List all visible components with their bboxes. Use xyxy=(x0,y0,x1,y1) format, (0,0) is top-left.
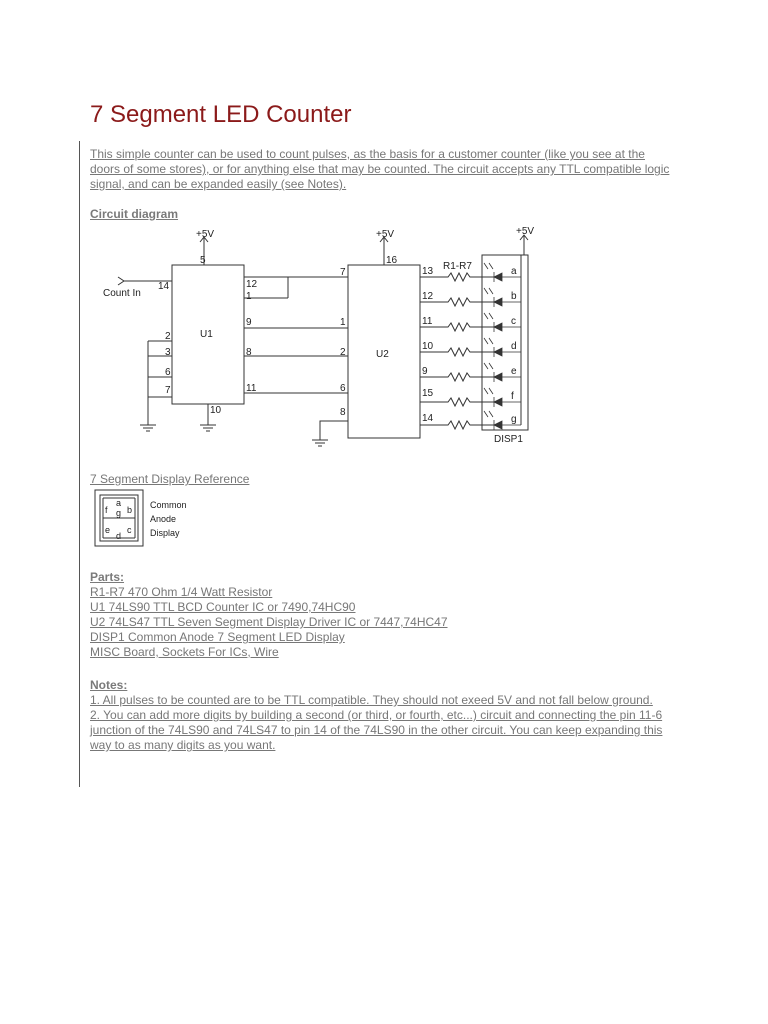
count-in-label: Count In xyxy=(103,288,141,299)
svg-text:15: 15 xyxy=(422,388,434,399)
svg-text:c: c xyxy=(511,316,516,327)
segment-f: f xyxy=(105,505,108,515)
svg-text:a: a xyxy=(511,266,517,277)
svg-text:5: 5 xyxy=(200,255,206,266)
svg-text:14: 14 xyxy=(422,413,434,424)
svg-text:6: 6 xyxy=(340,383,346,394)
u2-label: U2 xyxy=(376,349,389,360)
svg-text:11: 11 xyxy=(246,383,257,394)
svg-text:10: 10 xyxy=(422,341,434,352)
display-reference-link[interactable]: 7 Segment Display Reference xyxy=(90,472,250,486)
svg-text:8: 8 xyxy=(340,407,346,418)
u1-label: U1 xyxy=(200,329,213,340)
parts-item[interactable]: U2 74LS47 TTL Seven Segment Display Driv… xyxy=(90,615,448,629)
svg-text:12: 12 xyxy=(246,279,258,290)
segment-c: c xyxy=(127,525,132,535)
vcc-label-disp: +5V xyxy=(516,226,534,237)
parts-heading: Parts: xyxy=(90,570,125,584)
svg-text:16: 16 xyxy=(386,255,398,266)
caption-line-1: Common xyxy=(150,500,187,510)
note-item[interactable]: 2. You can add more digits by building a… xyxy=(90,708,663,752)
svg-text:b: b xyxy=(511,291,517,302)
svg-text:9: 9 xyxy=(246,317,252,328)
segment-b: b xyxy=(127,505,132,515)
vcc-label-u2: +5V xyxy=(376,229,394,240)
led-emission-arrows xyxy=(483,262,494,418)
segment-g: g xyxy=(116,508,121,518)
svg-text:2: 2 xyxy=(340,347,346,358)
parts-item[interactable]: DISP1 Common Anode 7 Segment LED Display xyxy=(90,630,345,644)
page-title: 7 Segment LED Counter xyxy=(90,101,352,128)
segment-e: e xyxy=(105,525,110,535)
svg-text:g: g xyxy=(511,414,517,425)
notes-section: Notes: 1. All pulses to be counted are t… xyxy=(90,678,675,753)
svg-text:7: 7 xyxy=(340,267,346,278)
intro-paragraph: This simple counter can be used to count… xyxy=(90,147,670,191)
svg-text:14: 14 xyxy=(158,281,170,292)
svg-text:f: f xyxy=(511,391,514,402)
circuit-diagram-heading: Circuit diagram xyxy=(90,207,179,221)
svg-text:3: 3 xyxy=(165,347,171,358)
svg-text:12: 12 xyxy=(422,291,434,302)
parts-item[interactable]: R1-R7 470 Ohm 1/4 Watt Resistor xyxy=(90,585,273,599)
svg-text:7: 7 xyxy=(165,385,171,396)
svg-text:2: 2 xyxy=(165,331,171,342)
seven-segment-reference: a b c d e f g Common Anode Display xyxy=(94,489,187,547)
note-item[interactable]: 1. All pulses to be counted are to be TT… xyxy=(90,693,653,707)
segment-a: a xyxy=(116,498,121,508)
svg-text:e: e xyxy=(511,366,517,377)
vcc-label-u1: +5V xyxy=(196,229,214,240)
svg-text:d: d xyxy=(511,341,517,352)
svg-text:1: 1 xyxy=(246,291,252,302)
output-lines xyxy=(420,271,494,431)
article-body: This simple counter can be used to count… xyxy=(90,147,675,222)
svg-text:9: 9 xyxy=(422,366,428,377)
parts-section: Parts: R1-R7 470 Ohm 1/4 Watt Resistor U… xyxy=(90,570,448,660)
notes-heading: Notes: xyxy=(90,678,128,692)
display-outline xyxy=(481,254,529,431)
display-label: DISP1 xyxy=(494,434,523,445)
parts-item[interactable]: U1 74LS90 TTL BCD Counter IC or 7490,74H… xyxy=(90,600,356,614)
svg-text:10: 10 xyxy=(210,405,222,416)
svg-text:1: 1 xyxy=(340,317,346,328)
svg-text:11: 11 xyxy=(422,316,433,327)
segment-d: d xyxy=(116,531,121,541)
svg-text:6: 6 xyxy=(165,367,171,378)
svg-text:13: 13 xyxy=(422,266,434,277)
led-array xyxy=(493,272,521,430)
left-rule xyxy=(79,141,80,787)
parts-item[interactable]: MISC Board, Sockets For ICs, Wire xyxy=(90,645,279,659)
svg-text:8: 8 xyxy=(246,347,252,358)
caption-line-2: Anode xyxy=(150,514,176,524)
resistor-label: R1-R7 xyxy=(443,261,472,272)
circuit-schematic: +5V +5V +5V Count In U1 U2 R1-R7 DISP1 5… xyxy=(103,226,534,447)
caption-line-3: Display xyxy=(150,528,180,538)
